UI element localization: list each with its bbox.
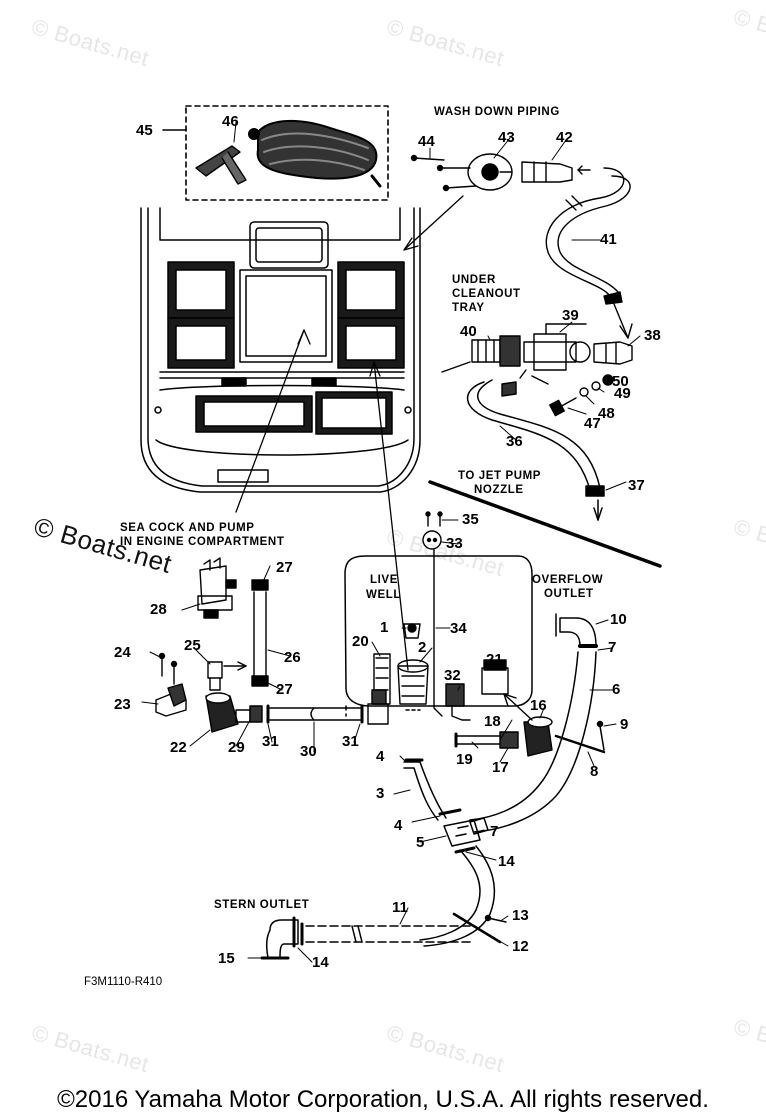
part-number-34: 34 <box>450 620 467 637</box>
part-number-9: 9 <box>620 716 628 733</box>
leader-lines <box>235 195 464 671</box>
part-number-48: 48 <box>598 405 615 422</box>
part-number-20: 20 <box>352 633 369 650</box>
stern-outlet-assembly <box>260 916 471 960</box>
part-number-12: 12 <box>512 938 529 955</box>
part-number-37: 37 <box>628 477 645 494</box>
part-number-41: 41 <box>600 231 617 248</box>
sea-cock-assembly <box>155 557 389 733</box>
part-number-50: 50 <box>612 373 629 390</box>
diagram-code: F3M1110-R410 <box>84 976 162 988</box>
part-number-1: 1 <box>380 619 388 636</box>
part-number-14: 14 <box>498 853 515 870</box>
part-number-6: 6 <box>612 681 620 698</box>
part-number-5: 5 <box>416 834 424 851</box>
caption-jet-pump: TO JET PUMP <box>458 470 541 482</box>
valve-assembly <box>441 323 633 417</box>
part-number-39: 39 <box>562 307 579 324</box>
caption-under-tray: UNDER <box>452 274 496 286</box>
part-number-22: 22 <box>170 739 187 756</box>
part-number-29: 29 <box>228 739 245 756</box>
coiled-hose-46 <box>248 119 382 188</box>
caption-sea-cock: IN ENGINE COMPARTMENT <box>120 536 284 548</box>
part-number-14: 14 <box>312 954 329 971</box>
part-number-7: 7 <box>608 639 616 656</box>
part-number-27: 27 <box>276 681 293 698</box>
divider-line <box>428 480 662 568</box>
part-number-3: 3 <box>376 785 384 802</box>
part-number-19: 19 <box>456 751 473 768</box>
live-well-parts <box>373 511 553 757</box>
caption-overflow: OUTLET <box>544 588 594 600</box>
part-number-47: 47 <box>584 415 601 432</box>
part-number-8: 8 <box>590 763 598 780</box>
part-number-31: 31 <box>342 733 359 750</box>
caption-sea-cock: SEA COCK AND PUMP <box>120 522 255 534</box>
part-number-42: 42 <box>556 129 573 146</box>
part-number-32: 32 <box>444 667 461 684</box>
caption-stern-outlet: STERN OUTLET <box>214 899 309 911</box>
part-number-24: 24 <box>114 644 131 661</box>
part-number-16: 16 <box>530 697 547 714</box>
part-number-23: 23 <box>114 696 131 713</box>
caption-wash-down: WASH DOWN PIPING <box>434 106 560 118</box>
part-number-11: 11 <box>392 899 408 916</box>
part-number-40: 40 <box>460 323 477 340</box>
part-number-30: 30 <box>300 743 317 760</box>
part-number-13: 13 <box>512 907 529 924</box>
overflow-assembly <box>469 613 606 833</box>
part-number-35: 35 <box>462 511 479 528</box>
copyright-notice: ©2016 Yamaha Motor Corporation, U.S.A. A… <box>57 1086 709 1113</box>
part-number-38: 38 <box>644 327 661 344</box>
caption-under-tray: CLEANOUT <box>452 288 521 300</box>
boat-deck-outline <box>140 207 421 493</box>
part-number-44: 44 <box>418 133 435 150</box>
part-number-27: 27 <box>276 559 293 576</box>
part-number-4: 4 <box>394 817 403 834</box>
part-number-31: 31 <box>262 733 279 750</box>
hose-36 <box>466 379 605 521</box>
part-number-33: 33 <box>446 535 463 552</box>
part-number-10: 10 <box>610 611 627 628</box>
caption-live-well: WELL <box>366 589 401 601</box>
caption-live-well: LIVE <box>370 574 398 586</box>
wash-down-assembly <box>410 153 633 339</box>
caption-overflow: OVERFLOW <box>532 574 603 586</box>
part-number-45: 45 <box>136 122 153 139</box>
caption-jet-pump: NOZZLE <box>474 484 524 496</box>
part-number-4: 4 <box>376 748 385 765</box>
part-number-43: 43 <box>498 129 515 146</box>
part-number-21: 21 <box>486 651 503 668</box>
part-number-46: 46 <box>222 113 239 130</box>
kit-box-45 <box>185 105 389 201</box>
part-number-15: 15 <box>218 950 235 967</box>
part-leaders <box>141 121 641 963</box>
part-number-36: 36 <box>506 433 523 450</box>
pipe-connector-assembly <box>403 758 507 947</box>
part-number-18: 18 <box>484 713 501 730</box>
part-number-49: 49 <box>614 385 631 402</box>
part-number-28: 28 <box>150 601 167 618</box>
part-number-25: 25 <box>184 637 201 654</box>
part-number-2: 2 <box>418 639 426 656</box>
spray-nozzle-46 <box>195 145 247 185</box>
part-number-17: 17 <box>492 759 509 776</box>
part-number-26: 26 <box>284 649 301 666</box>
caption-under-tray: TRAY <box>452 302 485 314</box>
part-number-7: 7 <box>490 823 498 840</box>
